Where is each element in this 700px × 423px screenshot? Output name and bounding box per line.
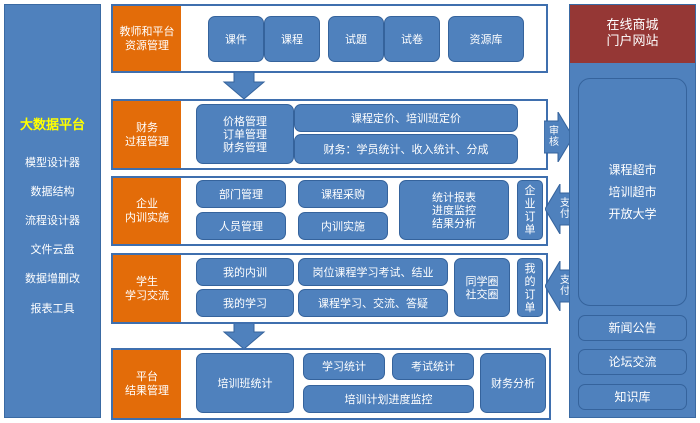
enterprise-order-button[interactable]: 企 业 订 单 — [517, 180, 543, 240]
progress-monitor-button[interactable]: 培训计划进度监控 — [303, 385, 474, 413]
sidebar-panel: 大数据平台 模型设计器 数据结构 流程设计器 文件云盘 数据增删改 报表工具 — [4, 4, 101, 418]
news-button[interactable]: 新闻公告 — [578, 315, 687, 341]
mall-title: 在线商城 门户网站 — [570, 5, 695, 63]
exam-paper-button[interactable]: 试卷 — [384, 16, 440, 62]
internal-training-button[interactable]: 内训实施 — [298, 212, 388, 240]
course-study-button[interactable]: 课程学习、交流、答疑 — [298, 289, 448, 317]
exam-stats-button[interactable]: 考试统计 — [392, 353, 474, 380]
sidebar-item-data-structure[interactable]: 数据结构 — [30, 185, 75, 198]
staff-management-button[interactable]: 人员管理 — [196, 212, 286, 240]
section-teacher-label: 教师和平台 资源管理 — [113, 6, 181, 71]
sidebar-item-model-designer[interactable]: 模型设计器 — [25, 156, 80, 169]
courseware-button[interactable]: 课件 — [208, 16, 264, 62]
forum-button[interactable]: 论坛交流 — [578, 349, 687, 375]
course-button[interactable]: 课程 — [264, 16, 320, 62]
review-arrow-icon — [544, 112, 574, 162]
finance-stats-button[interactable]: 财务：学员统计、收入统计、分成 — [294, 134, 518, 164]
section-enterprise-label: 企业 内训实施 — [113, 178, 181, 244]
classmate-circle-button[interactable]: 同学圈 社交圈 — [454, 258, 510, 317]
pay-arrow-label: 支 付 — [560, 198, 570, 220]
down-arrow-icon — [222, 72, 266, 100]
pay-arrow-label: 支 付 — [560, 275, 570, 297]
dept-management-button[interactable]: 部门管理 — [196, 180, 286, 208]
study-stats-button[interactable]: 学习统计 — [303, 353, 385, 380]
my-study-button[interactable]: 我的学习 — [196, 289, 294, 317]
my-order-button[interactable]: 我 的 订 单 — [517, 258, 543, 317]
question-button[interactable]: 试题 — [328, 16, 384, 62]
sidebar-item-report-tool[interactable]: 报表工具 — [30, 302, 75, 315]
price-order-finance-block[interactable]: 价格管理 订单管理 财务管理 — [196, 104, 294, 164]
sidebar-item-data-crud[interactable]: 数据增删改 — [25, 272, 80, 285]
down-arrow-icon — [222, 322, 266, 350]
sidebar-item-flow-designer[interactable]: 流程设计器 — [25, 214, 80, 227]
sidebar-item-file-cloud[interactable]: 文件云盘 — [30, 243, 75, 256]
section-finance-label: 财务 过程管理 — [113, 101, 181, 168]
section-results-label: 平台 结果管理 — [113, 350, 181, 418]
sidebar-title: 大数据平台 — [19, 118, 85, 133]
report-monitor-button[interactable]: 统计报表 进度监控 结果分析 — [399, 180, 509, 240]
class-stats-button[interactable]: 培训班统计 — [196, 353, 294, 413]
course-purchase-button[interactable]: 课程采购 — [298, 180, 388, 208]
my-training-button[interactable]: 我的内训 — [196, 258, 294, 286]
knowledge-base-button[interactable]: 知识库 — [578, 384, 687, 410]
section-student-label: 学生 学习交流 — [113, 255, 181, 322]
job-course-exam-button[interactable]: 岗位课程学习考试、结业 — [298, 258, 448, 286]
finance-analysis-button[interactable]: 财务分析 — [480, 353, 546, 413]
mall-main-button[interactable]: 课程超市 培训超市 开放大学 — [578, 78, 687, 306]
resource-library-button[interactable]: 资源库 — [448, 16, 524, 62]
pricing-button[interactable]: 课程定价、培训班定价 — [294, 104, 518, 132]
review-arrow-label: 审 核 — [549, 126, 559, 148]
